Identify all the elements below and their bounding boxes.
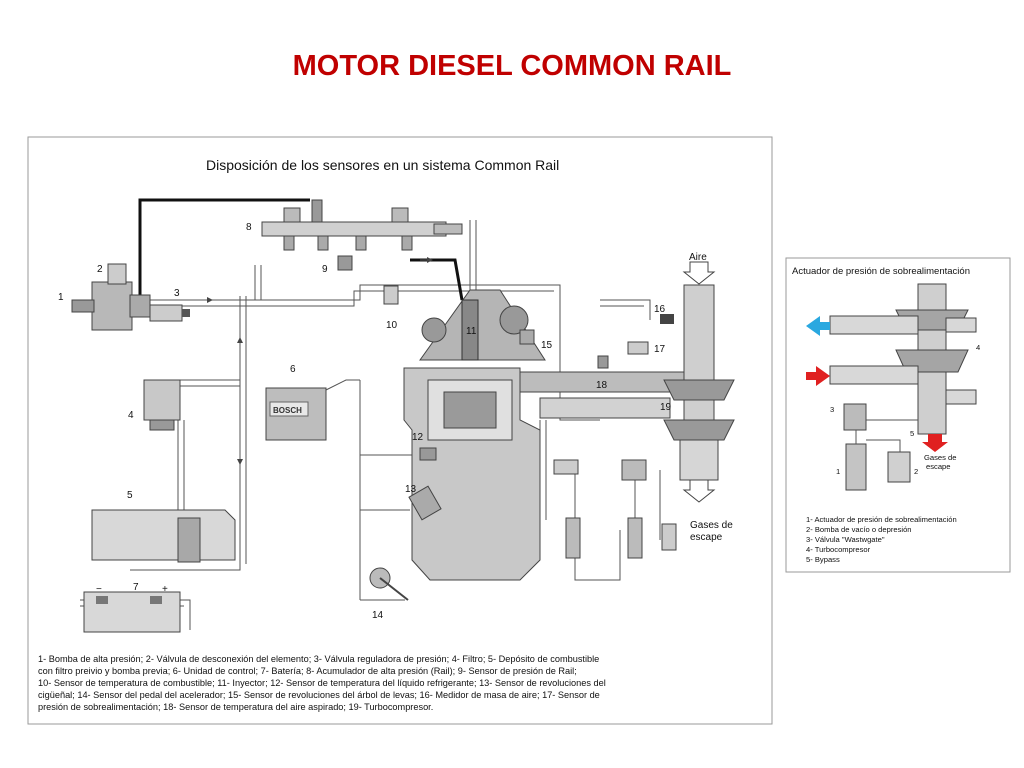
side-callout-2: 2: [914, 467, 918, 476]
callout-17: 17: [654, 344, 666, 355]
side-legend: 1- Actuador de presión de sobrealimentac…: [806, 515, 957, 564]
side-legend-line-3: 3- Válvula "Wastwgate": [806, 535, 885, 544]
battery-minus: −: [96, 584, 102, 595]
callout-3: 3: [174, 288, 180, 299]
rail-pressure-sensor: [337, 255, 353, 271]
side-figure-title: Actuador de presión de sobrealimentación: [792, 266, 970, 277]
boost-pressure-sensor: [627, 341, 649, 355]
callout-1: 1: [58, 292, 64, 303]
callout-9: 9: [322, 264, 328, 275]
piston: [443, 391, 497, 429]
callout-5: 5: [127, 490, 133, 501]
side-legend-line-5: 5- Bypass: [806, 555, 840, 564]
legend-line-5: presión de sobrealimentación; 18- Sensor…: [38, 702, 433, 712]
intake-pipe: [683, 284, 715, 426]
side-exhaust-label-line2: escape: [926, 462, 951, 471]
callout-11: 11: [466, 326, 477, 337]
battery-plus: +: [162, 584, 168, 595]
callout-19: 19: [660, 402, 672, 413]
air-label: Aire: [689, 252, 707, 263]
legend-line-3: 10- Sensor de temperatura de combustible…: [38, 678, 606, 688]
fuel-temperature-sensor: [383, 285, 399, 305]
intake-air-temperature-sensor: [597, 355, 609, 369]
main-figure-title: Disposición de los sensores en un sistem…: [206, 157, 559, 173]
callout-14: 14: [372, 610, 384, 621]
coolant-temperature-sensor: [419, 447, 437, 461]
side-legend-line-2: 2- Bomba de vacío o depresión: [806, 525, 912, 534]
injector: [461, 299, 479, 361]
air-in-arrow: [682, 261, 716, 285]
accelerator-pedal-sensor: [369, 567, 409, 601]
callout-15: 15: [541, 340, 553, 351]
callout-12: 12: [412, 432, 424, 443]
side-callout-5: 5: [910, 429, 914, 438]
cylinder-head: [419, 289, 546, 361]
fuel-tank: [91, 509, 236, 563]
main-callouts: 1 2 3 4 5 6 7 8 9 10 11 12 13 14 15 16 1…: [58, 222, 672, 621]
callout-16: 16: [654, 304, 666, 315]
side-callouts: 1 2 3 4 5: [830, 343, 980, 476]
side-figure: Actuador de presión de sobrealimentación: [785, 257, 1011, 573]
main-figure: Disposición de los sensores en un sistem…: [27, 136, 773, 725]
air-ducts: [519, 261, 735, 503]
side-legend-line-1: 1- Actuador de presión de sobrealimentac…: [806, 515, 957, 524]
turbo-turbine: [663, 419, 735, 441]
side-exhaust-label-line1: Gases de: [924, 453, 957, 462]
legend-line-4: cigüeñal; 14- Sensor del pedal del acele…: [38, 690, 600, 700]
side-legend-line-4: 4- Turbocompresor: [806, 545, 871, 554]
callout-7: 7: [133, 582, 139, 593]
side-air-out-arrow: [806, 316, 830, 336]
mass-air-flow-meter: [660, 314, 674, 324]
crankshaft-speed-sensor: [408, 485, 442, 521]
turbo-compressor: [663, 379, 735, 401]
side-callout-4: 4: [976, 343, 980, 352]
callout-6: 6: [290, 364, 296, 375]
callout-8: 8: [246, 222, 252, 233]
ecu-bosch: BOSCH: [265, 379, 360, 441]
exhaust-label-line2: escape: [690, 532, 723, 543]
callout-4: 4: [128, 410, 134, 421]
flow-arrows: [200, 257, 433, 465]
exhaust-label-line1: Gases de: [690, 520, 733, 531]
pressure-regulator-valve: [149, 304, 190, 322]
common-rail: [261, 199, 463, 251]
ecu-brand-label: BOSCH: [273, 406, 302, 415]
side-callout-1: 1: [836, 467, 840, 476]
camshaft-speed-sensor: [519, 329, 535, 345]
legend-line-1: 1- Bomba de alta presión; 2- Válvula de …: [38, 654, 599, 664]
side-wastegate-parts: [843, 403, 918, 491]
callout-13: 13: [405, 484, 417, 495]
side-exhaust-out-arrow: [922, 434, 948, 452]
callout-10: 10: [386, 320, 398, 331]
high-pressure-pump: [71, 263, 151, 331]
wastegate-actuators: [553, 459, 677, 559]
callout-2: 2: [97, 264, 103, 275]
fuel-filter: [143, 379, 181, 431]
main-legend: 1- Bomba de alta presión; 2- Válvula de …: [38, 654, 606, 712]
callout-18: 18: [596, 380, 608, 391]
slide-title: MOTOR DIESEL COMMON RAIL: [292, 50, 732, 82]
engine-block: [403, 289, 546, 581]
side-exhaust-in-arrow: [806, 366, 830, 386]
side-callout-3: 3: [830, 405, 834, 414]
battery: − +: [83, 584, 181, 633]
exhaust-out-arrow: [682, 479, 716, 503]
legend-line-2: con filtro preivio y bomba previa; 6- Un…: [38, 666, 577, 676]
side-turbocharger: [806, 283, 977, 452]
